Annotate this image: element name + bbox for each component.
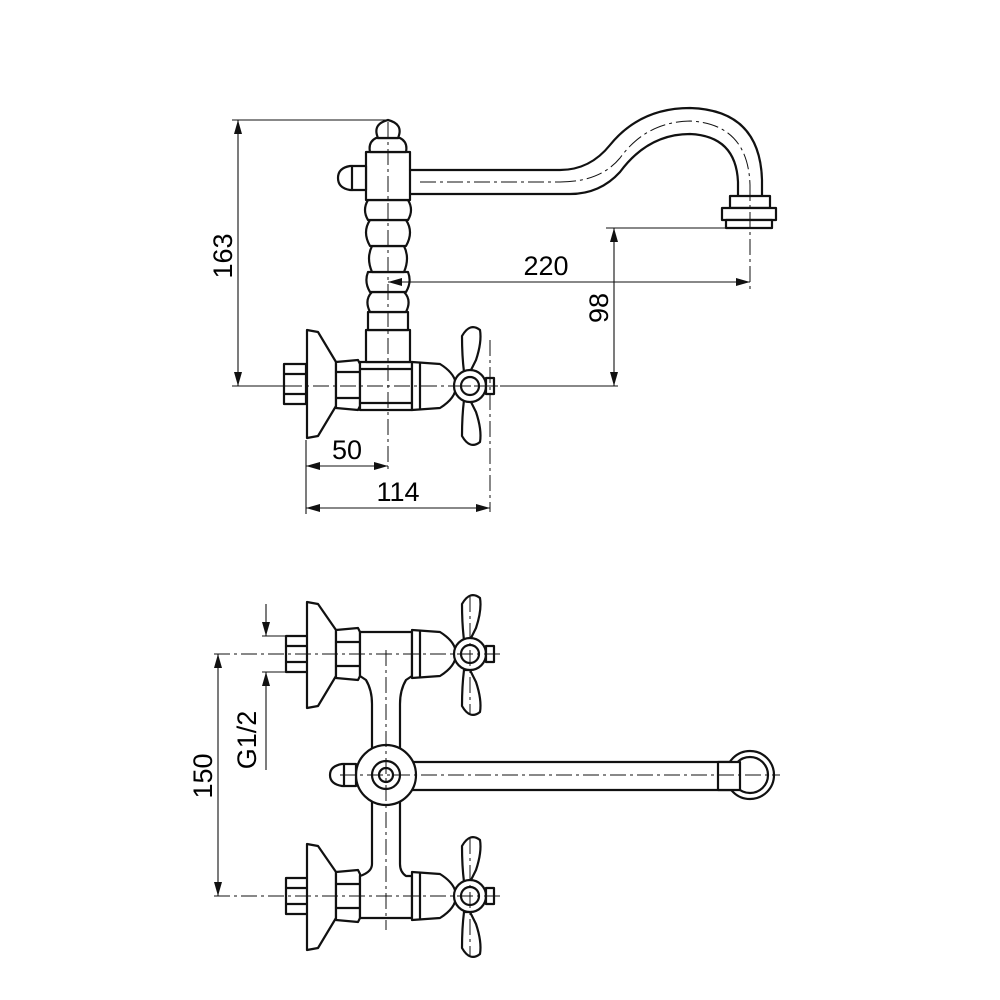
side-aerator	[720, 194, 778, 230]
front-view: G1/2 150	[188, 594, 780, 958]
front-upper-valve	[410, 594, 496, 716]
dim-50: 50	[305, 435, 388, 514]
dim-163: 163	[208, 119, 388, 387]
dim-114: 114	[306, 477, 490, 512]
side-spout-pipe	[408, 106, 764, 198]
dim-label-114: 114	[376, 477, 419, 507]
dim-label-220: 220	[523, 251, 568, 281]
side-inlet-nut	[282, 362, 308, 406]
dim-220: 220	[388, 251, 750, 286]
front-lower-inlet	[284, 842, 362, 952]
dim-label-98: 98	[584, 293, 614, 323]
dim-150: 150	[188, 654, 222, 896]
front-lower-valve	[410, 836, 496, 958]
dim-label-163: 163	[208, 233, 238, 278]
dim-label-150: 150	[188, 753, 218, 798]
side-hex-nut	[334, 358, 362, 412]
front-upper-inlet	[284, 600, 362, 710]
dim-thread: G1/2	[232, 604, 290, 770]
side-wall-flange	[305, 328, 338, 440]
dim-label-50: 50	[332, 435, 362, 465]
dim-label-thread: G1/2	[232, 711, 262, 770]
side-view: 163 220 98 50	[208, 106, 778, 514]
dim-98: 98	[500, 227, 730, 387]
